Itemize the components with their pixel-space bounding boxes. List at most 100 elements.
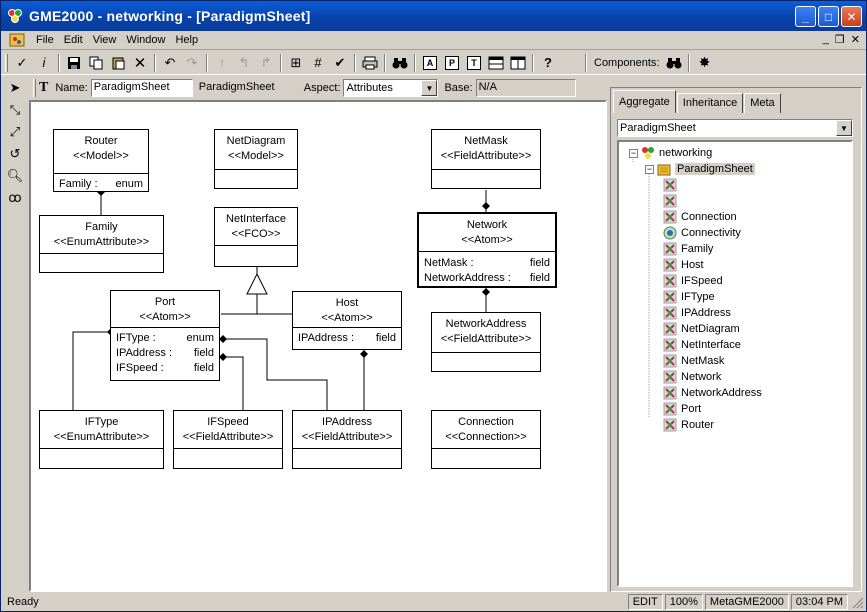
base-field: N/A (475, 79, 576, 97)
help-button[interactable]: ? (544, 55, 552, 70)
preferences-panel-icon[interactable]: P (441, 52, 463, 74)
resize-grip-icon[interactable] (850, 595, 864, 609)
router-box[interactable]: Router<<Model>> Family :enum (53, 129, 149, 192)
attr-type: field (529, 257, 550, 269)
netmask-box[interactable]: NetMask<<FieldAttribute>> (431, 129, 541, 189)
netdiagram-box[interactable]: NetDiagram<<Model>> (214, 129, 298, 189)
family-box[interactable]: Family<<EnumAttribute>> (39, 215, 164, 273)
name-field[interactable]: ParadigmSheet (90, 79, 193, 97)
visualize-tool-icon[interactable]: ꝏ (8, 190, 22, 205)
mdi-close-button[interactable]: ✕ (850, 34, 860, 46)
components-binoculars-icon[interactable] (663, 52, 685, 74)
vertical-panel-icon[interactable] (507, 52, 529, 74)
grid-icon[interactable]: # (314, 55, 322, 70)
connection-box[interactable]: Connection<<Connection>> (431, 410, 541, 469)
aspect-select[interactable]: Attributes ▼ (343, 79, 439, 97)
networkaddress-box[interactable]: NetworkAddress<<FieldAttribute>> (431, 312, 541, 372)
tree-item[interactable]: NetMask (663, 353, 724, 369)
tab-meta[interactable]: Meta (744, 93, 781, 113)
align-icon[interactable]: ⊞ (290, 54, 302, 70)
diagram-canvas[interactable]: Router<<Model>> Family :enum Family<<Enu… (29, 100, 607, 592)
mdi-minimize-button[interactable]: _ (822, 33, 829, 45)
ifspeed-box[interactable]: IFSpeed<<FieldAttribute>> (173, 410, 283, 469)
tree-item[interactable]: IFType (663, 289, 715, 305)
tree-item[interactable] (663, 193, 681, 209)
copy-icon[interactable] (85, 52, 107, 74)
check-all-icon[interactable]: ✔ (334, 54, 346, 70)
mdi-restore-button[interactable]: ❐ (834, 34, 845, 46)
tree-item[interactable]: IPAddress (663, 305, 731, 321)
tree-item[interactable]: Family (663, 241, 713, 257)
box-name: IFSpeed (207, 416, 249, 428)
paste-icon[interactable] (107, 52, 129, 74)
text-tool-icon[interactable]: T (39, 80, 49, 95)
toolbar-grip[interactable] (5, 53, 8, 72)
netinterface-box[interactable]: NetInterface<<FCO>> (214, 207, 298, 267)
port-box[interactable]: Port<<Atom>> IFType :enum IPAddress :fie… (110, 290, 220, 381)
tree-item[interactable]: Connectivity (663, 225, 741, 241)
chevron-down-icon[interactable]: ▼ (836, 120, 852, 136)
network-box[interactable]: Network<<Atom>> NetMask :field NetworkAd… (417, 212, 557, 288)
redo-icon[interactable]: ↷ (186, 54, 198, 70)
set-mode-icon[interactable]: ↺ (9, 146, 21, 161)
menu-edit[interactable]: Edit (63, 34, 83, 46)
document-icon[interactable] (9, 32, 25, 48)
maximize-button[interactable]: □ (818, 6, 839, 27)
undo-icon[interactable]: ↶ (164, 54, 176, 70)
delete-icon[interactable]: ✕ (133, 54, 147, 72)
tree-item[interactable]: NetDiagram (663, 321, 740, 337)
up-arrow-icon[interactable]: ↑ (218, 55, 226, 70)
tree-item[interactable] (663, 177, 681, 193)
tree-item[interactable]: Network (663, 369, 721, 385)
atom-icon (663, 370, 677, 384)
atom-icon (663, 242, 677, 256)
check-constraints-icon[interactable]: ✓ (16, 54, 28, 70)
up-right-arrow-icon[interactable]: ↱ (260, 54, 272, 70)
info-icon[interactable]: i (42, 55, 46, 70)
menu-window[interactable]: Window (126, 34, 166, 46)
propbar-grip[interactable] (33, 79, 36, 97)
toolbar-panel-icon[interactable]: T (463, 52, 485, 74)
horizontal-panel-icon[interactable] (485, 52, 507, 74)
chevron-down-icon[interactable]: ▼ (421, 80, 438, 96)
print-icon[interactable] (359, 52, 381, 74)
title-bar[interactable]: GME2000 - networking - [ParadigmSheet] _… (1, 1, 866, 31)
tree-item-folder[interactable]: − ParadigmSheet (645, 161, 755, 177)
browser-filter-select[interactable]: ParadigmSheet ▼ (617, 119, 853, 137)
tree-item[interactable]: Connection (663, 209, 737, 225)
menu-view[interactable]: View (92, 34, 117, 46)
menu-help[interactable]: Help (175, 34, 199, 46)
collapse-icon[interactable]: − (629, 147, 638, 158)
tab-inheritance[interactable]: Inheritance (676, 93, 744, 113)
binoculars-icon[interactable] (389, 52, 411, 74)
tree-item-root[interactable]: − networking (629, 145, 712, 161)
collapse-icon[interactable]: − (645, 163, 654, 174)
iftype-box[interactable]: IFType<<EnumAttribute>> (39, 410, 164, 469)
attributes-panel-icon[interactable]: A (419, 52, 441, 74)
menu-file[interactable]: File (36, 34, 54, 46)
tab-aggregate[interactable]: Aggregate (613, 90, 676, 113)
save-icon[interactable] (63, 52, 85, 74)
box-name: NetworkAddress (445, 318, 527, 330)
disconnect-tool-icon[interactable]: ⤢ (9, 124, 21, 139)
tree-label: NetDiagram (681, 323, 740, 335)
tree-item[interactable]: Host (663, 257, 704, 273)
tree-item[interactable]: NetworkAddress (663, 385, 762, 401)
model-icon (663, 226, 677, 240)
ipaddress-box[interactable]: IPAddress<<FieldAttribute>> (292, 410, 402, 469)
tree-item[interactable]: IFSpeed (663, 273, 723, 289)
gear-icon[interactable]: ✸ (698, 54, 711, 70)
tree-item[interactable]: NetInterface (663, 337, 741, 353)
tree-item[interactable]: Router (663, 417, 714, 433)
box-name: NetDiagram (226, 135, 286, 147)
up-left-arrow-icon[interactable]: ↰ (238, 54, 250, 70)
zoom-tool-icon[interactable]: 🔍︎ (6, 168, 24, 183)
browser-panel: Aggregate Inheritance Meta ParadigmSheet… (610, 87, 862, 592)
minimize-button[interactable]: _ (795, 6, 816, 27)
connect-tool-icon[interactable]: ⤡ (9, 102, 21, 117)
pointer-tool-icon[interactable]: ➤ (9, 80, 21, 95)
host-box[interactable]: Host<<Atom>> IPAddress :field (292, 291, 402, 350)
tree-item[interactable]: Port (663, 401, 701, 417)
close-button[interactable]: ✕ (841, 6, 862, 27)
